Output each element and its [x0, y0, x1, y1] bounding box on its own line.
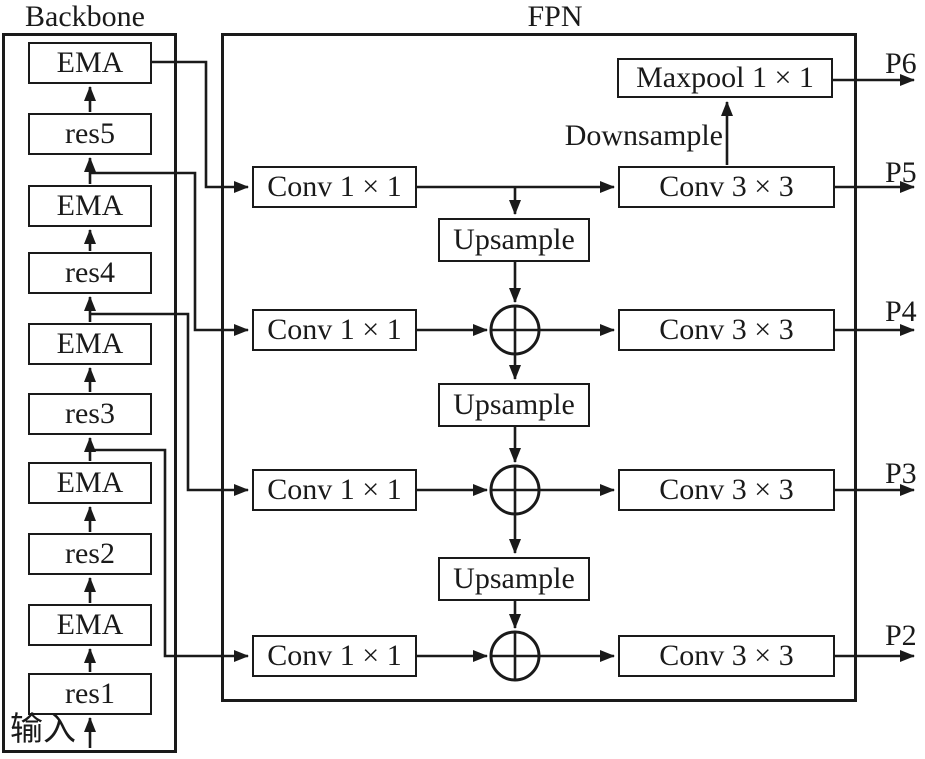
conv3x3-row2: Conv 3 × 3 [618, 309, 835, 351]
conv1x1-row2: Conv 1 × 1 [252, 309, 417, 351]
fpn-box [221, 33, 857, 702]
output-label-p2: P2 [885, 619, 917, 652]
downsample-label: Downsample [564, 119, 723, 152]
backbone-block-ema-4: EMA [28, 185, 152, 227]
maxpool-box: Maxpool 1 × 1 [617, 58, 833, 98]
backbone-block-res3: res3 [28, 393, 152, 435]
backbone-block-res5: res5 [28, 113, 152, 155]
output-label-p4: P4 [885, 295, 917, 328]
output-label-p3: P3 [885, 457, 917, 490]
conv1x1-row4: Conv 1 × 1 [252, 635, 417, 677]
backbone-block-res4: res4 [28, 252, 152, 294]
conv1x1-row1: Conv 1 × 1 [252, 166, 417, 208]
conv3x3-row1: Conv 3 × 3 [618, 166, 835, 208]
backbone-block-res2: res2 [28, 533, 152, 575]
input-label: 输入 [10, 712, 76, 748]
conv1x1-row3: Conv 1 × 1 [252, 469, 417, 511]
fpn-title: FPN [527, 0, 583, 33]
upsample-2: Upsample [438, 383, 590, 427]
backbone-block-ema-2: EMA [28, 462, 152, 504]
conv3x3-row3: Conv 3 × 3 [618, 469, 835, 511]
upsample-1: Upsample [438, 218, 590, 262]
backbone-title: Backbone [25, 0, 145, 33]
backbone-block-ema-5: EMA [28, 42, 152, 84]
output-label-p6: P6 [885, 47, 917, 80]
backbone-block-res1: res1 [28, 673, 152, 715]
output-label-p5: P5 [885, 156, 917, 189]
backbone-block-ema-3: EMA [28, 323, 152, 365]
backbone-block-ema-1: EMA [28, 604, 152, 646]
upsample-3: Upsample [438, 557, 590, 601]
conv3x3-row4: Conv 3 × 3 [618, 635, 835, 677]
